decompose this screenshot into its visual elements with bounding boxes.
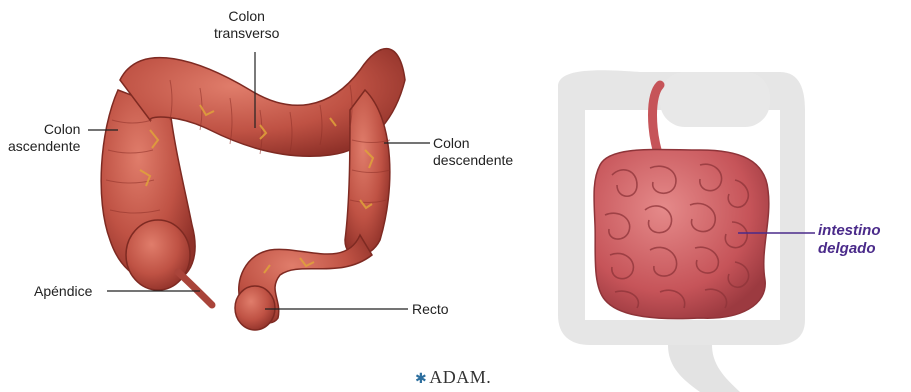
duodenum bbox=[653, 85, 661, 160]
label-ascending-colon: Colon ascendente bbox=[8, 121, 80, 155]
adam-star-icon: ✱ bbox=[415, 372, 427, 387]
rectum bbox=[235, 286, 275, 330]
label-small-intestine: intestino delgado bbox=[818, 222, 881, 258]
label-descending-colon: Colon descendente bbox=[433, 135, 513, 169]
label-rectum: Recto bbox=[412, 301, 449, 318]
adam-logo-text: ADAM. bbox=[429, 367, 491, 387]
small-intestine-illustration bbox=[558, 70, 805, 392]
appendix bbox=[178, 272, 212, 305]
ghost-rectum bbox=[668, 345, 740, 392]
label-appendix: Apéndice bbox=[34, 283, 92, 300]
ghost-stomach bbox=[660, 72, 770, 127]
small-intestine-mass bbox=[594, 149, 769, 318]
label-transverse-colon: Colon transverso bbox=[214, 8, 279, 42]
adam-logo: ✱ADAM. bbox=[415, 367, 491, 388]
large-intestine-illustration bbox=[101, 49, 405, 330]
cecum bbox=[126, 220, 190, 290]
